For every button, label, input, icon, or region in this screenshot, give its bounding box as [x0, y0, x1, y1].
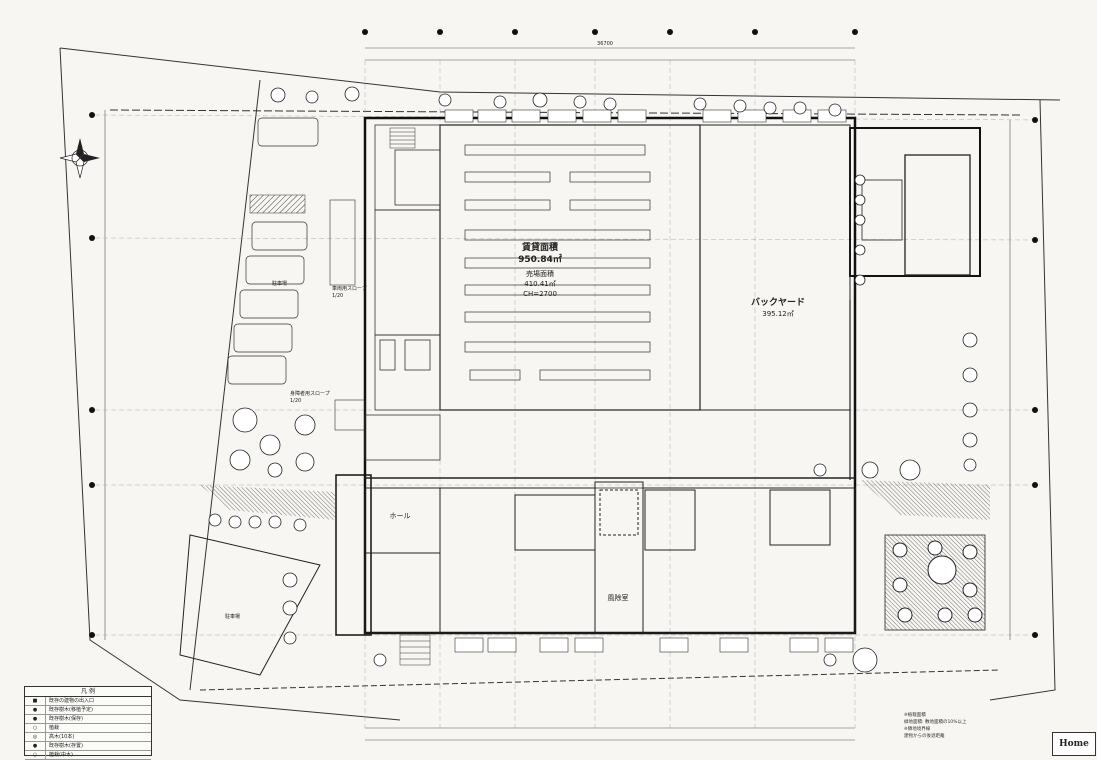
- legend-symbol: ○: [25, 724, 46, 732]
- south-west-lot: [179, 534, 321, 676]
- legend-text: 既存樹木(存置): [49, 743, 83, 749]
- legend-symbol: ●: [25, 742, 46, 750]
- accessible-slope-grade: 1/20: [290, 398, 301, 404]
- ramps: [329, 199, 366, 431]
- legend-row: ◎高木(10本): [25, 733, 151, 742]
- legend-text: 既存樹木(保存): [49, 716, 83, 722]
- north-shopfront: [444, 109, 847, 123]
- south-shopfront: [454, 637, 854, 653]
- legend-row: ○植栽: [25, 724, 151, 733]
- legend-text: 既存樹木(移植予定): [49, 707, 93, 713]
- hatched-path: [860, 480, 990, 520]
- floor-area-label: 売場面積: [526, 269, 554, 278]
- note-line: ※隣地境界線: [904, 727, 931, 732]
- grid-markers: [89, 29, 1038, 638]
- legend-text: 植栽(中木): [49, 752, 73, 758]
- dimension-lines: [104, 47, 1011, 741]
- ceiling-height: CH=2700: [523, 290, 557, 298]
- lot-label: 駐車場: [225, 613, 240, 620]
- legend-symbol: ●: [25, 706, 46, 714]
- backyard-area: 395.12㎡: [762, 310, 794, 318]
- east-annex: [849, 154, 971, 480]
- note-line: ※植栽面積: [904, 713, 926, 718]
- building-outline: [335, 116, 981, 636]
- plan-notes: ※植栽面積 緑地面積: 敷地面積の10%以上 ※隣地境界線 建物からの後退距離: [904, 712, 1044, 740]
- backyard: バックヤード 395.12㎡: [699, 124, 851, 411]
- legend-row: ●既存樹木(保存): [25, 715, 151, 724]
- corridor: [365, 477, 855, 489]
- legend-text: 既存の建物の出入口: [49, 698, 95, 704]
- sales-area-label: 賃貸面積: [521, 241, 559, 253]
- sales-floor: 賃貸面積 950.84㎡ 売場面積 410.41㎡ CH=2700: [439, 124, 701, 411]
- legend-symbol: ◎: [25, 733, 46, 741]
- entrance-label: 風除室: [608, 593, 629, 602]
- stairs: [389, 127, 431, 666]
- backyard-label: バックヤード: [751, 297, 805, 308]
- parking-label: 駐車場: [272, 280, 287, 287]
- legend-row: ●既存樹木(移植予定): [25, 706, 151, 715]
- south-east-planting: [884, 534, 986, 631]
- hatched-path-west: [200, 485, 335, 520]
- note-line: 建物からの後退距離: [904, 734, 945, 739]
- legend-row: ●既存樹木(存置): [25, 742, 151, 751]
- parking-stalls: [227, 117, 319, 385]
- trees: [208, 86, 978, 673]
- service-rooms: [364, 124, 441, 461]
- floor-area-value: 410.41㎡: [524, 280, 556, 288]
- legend-symbol: ●: [25, 715, 46, 723]
- hatched-parking-zone: [249, 194, 306, 214]
- slope-grade: 1/20: [332, 293, 343, 299]
- legend-row: ■既存の建物の出入口: [25, 697, 151, 706]
- legend-title: 凡 例: [25, 687, 151, 697]
- legend-text: 植栽: [49, 725, 60, 731]
- legend-table: 凡 例 ■既存の建物の出入口●既存樹木(移植予定)●既存樹木(保存)○植栽◎高木…: [24, 686, 152, 760]
- hall-label: ホール: [390, 512, 411, 520]
- accessible-slope-label: 身障者用スロープ: [290, 390, 330, 397]
- slope-label: 車両用スロープ: [332, 285, 367, 292]
- legend-symbol: ○: [25, 751, 46, 759]
- legend-symbol: ■: [25, 697, 46, 705]
- south-rooms: [364, 481, 856, 634]
- legend-rows: ■既存の建物の出入口●既存樹木(移植予定)●既存樹木(保存)○植栽◎高木(10本…: [25, 697, 151, 760]
- north-arrow-icon: [59, 138, 100, 179]
- sales-area-value: 950.84㎡: [518, 253, 562, 265]
- note-line: 緑地面積: 敷地面積の10%以上: [904, 720, 967, 725]
- legend-text: 高木(10本): [49, 734, 75, 740]
- company-logo: Home: [1052, 732, 1096, 756]
- overall-dimension: 36700: [597, 41, 613, 47]
